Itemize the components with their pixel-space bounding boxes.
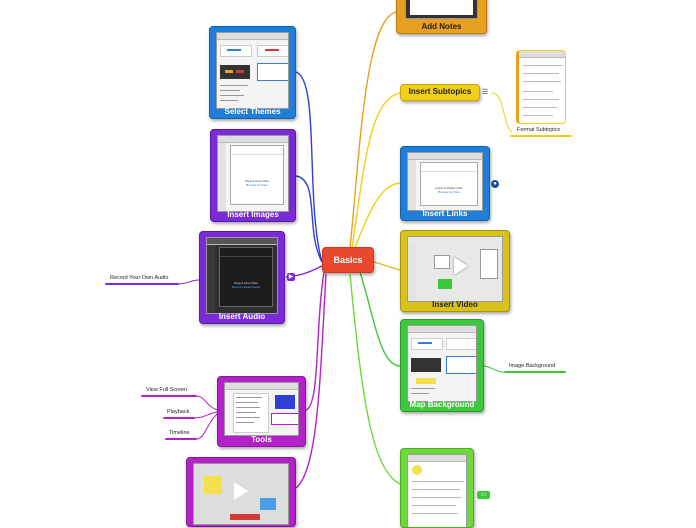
record-audio-underline bbox=[105, 283, 179, 285]
drop-files-text: Drag & Drop Files bbox=[245, 179, 269, 183]
view-full-screen-leaf[interactable]: View Full Screen bbox=[146, 387, 188, 393]
record-audio-leaf[interactable]: Record Your Own Audio bbox=[110, 275, 169, 281]
select-themes-label: Select Themes bbox=[224, 107, 281, 116]
playback-preview-thumbnail bbox=[193, 463, 289, 525]
image-background-underline bbox=[504, 371, 566, 373]
tools-thumbnail bbox=[224, 382, 299, 436]
tools-node[interactable]: Tools bbox=[217, 376, 306, 447]
playback-underline bbox=[163, 417, 195, 419]
format-subtopics-leaf[interactable]: Format Subtopics bbox=[517, 127, 561, 133]
root-label: Basics bbox=[333, 255, 363, 265]
link-add-notes bbox=[349, 11, 397, 249]
select-themes-thumbnail bbox=[216, 32, 289, 109]
link-insert-images bbox=[295, 175, 323, 263]
add-notes-thumbnail bbox=[405, 0, 478, 19]
link-image-background bbox=[483, 365, 505, 373]
link-insert-links bbox=[353, 182, 401, 251]
browse-files-text: Browse for Files bbox=[246, 183, 268, 187]
map-background-thumbnail bbox=[407, 325, 477, 402]
notes-preview-thumbnail bbox=[407, 454, 467, 527]
insert-links-label: Insert Links bbox=[422, 209, 468, 218]
image-upload-dialog: Drag & Drop Files Browse for Files bbox=[230, 145, 284, 205]
audio-upload-dialog: Drag & Drop Files Record Upload Audio bbox=[219, 247, 273, 307]
insert-audio-thumbnail: Drag & Drop Files Record Upload Audio bbox=[206, 237, 278, 314]
insert-links-node[interactable]: Insert or Paste Links Browse for Files I… bbox=[400, 146, 490, 221]
add-notes-label: Add Notes bbox=[421, 22, 462, 31]
insert-images-label: Insert Images bbox=[227, 210, 279, 219]
format-subtopics-thumbnail[interactable] bbox=[516, 50, 566, 124]
map-background-label: Map Background bbox=[409, 400, 475, 409]
link-select-themes bbox=[295, 71, 323, 263]
timeline-leaf[interactable]: Timeline bbox=[169, 430, 190, 436]
playback-leaf[interactable]: Playback bbox=[167, 409, 190, 415]
insert-video-node[interactable]: Insert Video bbox=[400, 230, 510, 312]
format-subtopics-underline bbox=[510, 135, 572, 137]
map-background-node[interactable]: Map Background bbox=[400, 319, 484, 412]
insert-audio-node[interactable]: Drag & Drop Files Record Upload Audio In… bbox=[199, 231, 285, 324]
link-insert-subtopics bbox=[351, 92, 401, 249]
link-browse-text: Browse for Files bbox=[438, 190, 460, 194]
insert-video-label: Insert Video bbox=[432, 300, 478, 309]
link-timeline bbox=[196, 413, 218, 440]
root-node[interactable]: Basics bbox=[322, 247, 374, 273]
insert-images-node[interactable]: Drag & Drop Files Browse for Files Inser… bbox=[210, 129, 296, 222]
insert-audio-label: Insert Audio bbox=[218, 312, 266, 321]
play-icon[interactable]: ▶ bbox=[287, 273, 295, 281]
list-icon[interactable]: ☰ bbox=[482, 89, 489, 96]
view-full-screen-underline bbox=[141, 395, 197, 397]
add-notes-node[interactable]: Add Notes bbox=[396, 0, 487, 34]
link-globe-icon[interactable]: ● bbox=[491, 180, 499, 188]
timeline-underline bbox=[165, 438, 197, 440]
link-insert-video bbox=[373, 261, 401, 271]
link-dialog: Insert or Paste Links Browse for Files bbox=[420, 162, 478, 206]
link-playback bbox=[193, 411, 218, 419]
comment-icon[interactable]: ▭ bbox=[477, 491, 490, 499]
link-record-audio bbox=[177, 279, 200, 285]
link-format-subtopics bbox=[491, 92, 513, 133]
audio-drop-text: Drag & Drop Files bbox=[234, 281, 258, 285]
notes-preview-node[interactable] bbox=[400, 448, 474, 528]
select-themes-node[interactable]: Select Themes bbox=[209, 26, 296, 119]
link-bottom-right bbox=[349, 273, 401, 485]
insert-links-thumbnail: Insert or Paste Links Browse for Files bbox=[407, 152, 483, 211]
insert-subtopics-node[interactable]: Insert Subtopics bbox=[400, 84, 480, 101]
insert-images-thumbnail: Drag & Drop Files Browse for Files bbox=[217, 135, 289, 212]
link-tools bbox=[305, 271, 325, 411]
playback-preview-node[interactable] bbox=[186, 457, 296, 527]
insert-video-thumbnail bbox=[407, 236, 503, 302]
link-bottom-left bbox=[295, 273, 327, 489]
insert-link-text: Insert or Paste Links bbox=[435, 186, 463, 190]
audio-record-text: Record Upload Audio bbox=[231, 285, 261, 289]
image-background-leaf[interactable]: Image Background bbox=[509, 363, 556, 369]
insert-subtopics-label: Insert Subtopics bbox=[408, 87, 472, 96]
link-view-full-screen bbox=[195, 395, 218, 411]
tools-label: Tools bbox=[251, 435, 272, 444]
link-map-background bbox=[359, 271, 401, 367]
